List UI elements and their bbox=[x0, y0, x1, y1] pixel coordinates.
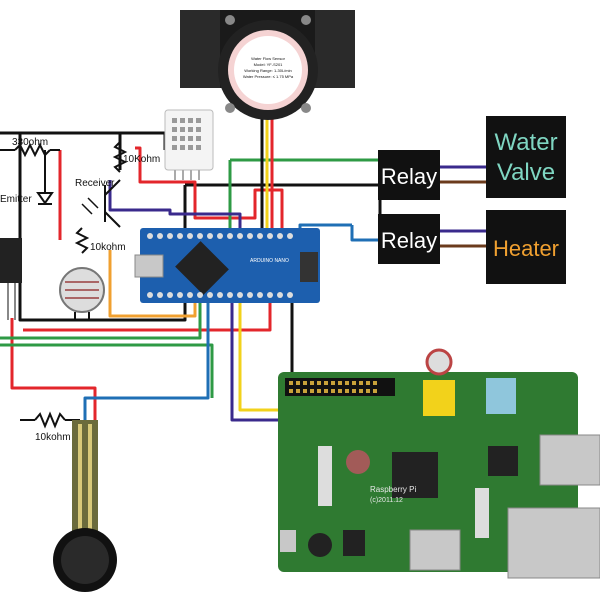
force-sensor bbox=[53, 420, 117, 592]
water-flow-sensor: Water Flow Sensor Model: YF-S201 Working… bbox=[180, 10, 355, 120]
emitter-label: Emitter bbox=[0, 194, 32, 205]
resistor-10k-bottom: 10kohm bbox=[20, 411, 80, 443]
wire-red-left bbox=[23, 150, 272, 332]
resistor-10k-bottom-label: 10kohm bbox=[35, 432, 71, 443]
photoresistor bbox=[59, 267, 105, 320]
flow-sensor-line-2: Model: YF-S201 bbox=[254, 62, 284, 67]
flow-sensor-line-4: Water Pressure: ≤ 1.75 MPa bbox=[243, 74, 294, 79]
water-valve: Water Valve bbox=[486, 116, 566, 198]
resistor-10k-top-label: 10Kohm bbox=[123, 154, 160, 165]
resistor-10k-mid: 10kohm bbox=[74, 227, 126, 254]
flow-sensor-line-3: Working Range: 1-30L/min bbox=[244, 68, 292, 73]
resistor-10k-top: 10Kohm bbox=[112, 141, 160, 173]
emitter-diode: Emitter bbox=[0, 150, 54, 205]
receiver-label: Receiver bbox=[75, 178, 115, 189]
raspberry-pi-text-2: (c)2011.12 bbox=[370, 497, 403, 504]
water-valve-label-1: Water bbox=[494, 129, 557, 156]
flow-sensor-line-1: Water Flow Sensor bbox=[251, 56, 286, 61]
arduino-nano: ARDUINO NANO bbox=[134, 228, 320, 303]
arduino-brand-label: ARDUINO NANO bbox=[250, 258, 289, 264]
raspberry-pi: Raspberry Pi (c)2011.12 bbox=[278, 348, 600, 579]
wire-blue-sensor bbox=[83, 300, 210, 420]
resistor-330-label: 330ohm bbox=[12, 137, 48, 148]
receiver-transistor: Receiver bbox=[75, 178, 121, 228]
water-valve-label-2: Valve bbox=[497, 159, 555, 186]
temperature-sensor bbox=[0, 238, 22, 320]
relay-2-label: Relay bbox=[381, 228, 437, 253]
resistor-330: 330ohm bbox=[0, 137, 60, 158]
relay-1-label: Relay bbox=[381, 164, 437, 189]
raspberry-pi-text-1: Raspberry Pi bbox=[370, 485, 416, 494]
wire-orange bbox=[108, 250, 197, 318]
relay-1: Relay bbox=[378, 150, 440, 200]
relay-2: Relay bbox=[378, 214, 440, 264]
wire-green-sensor bbox=[0, 343, 214, 398]
dht-sensor bbox=[164, 109, 214, 180]
wire-green-left bbox=[0, 300, 202, 340]
heater-label: Heater bbox=[493, 236, 559, 261]
heater: Heater bbox=[486, 210, 566, 284]
wire-purple-top bbox=[108, 180, 242, 248]
resistor-10k-mid-label: 10kohm bbox=[90, 242, 126, 253]
